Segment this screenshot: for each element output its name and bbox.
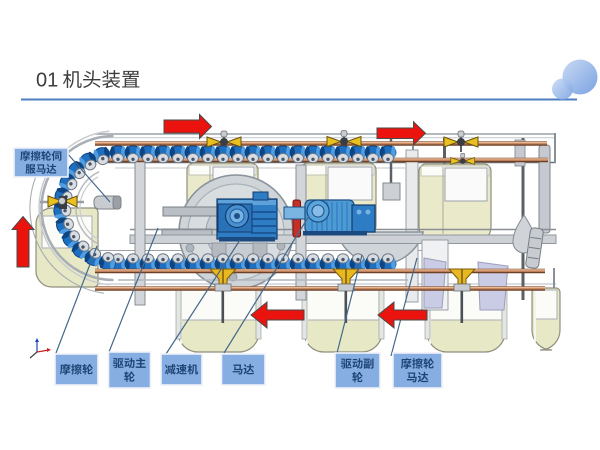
svg-text:01: 01 (36, 70, 58, 92)
